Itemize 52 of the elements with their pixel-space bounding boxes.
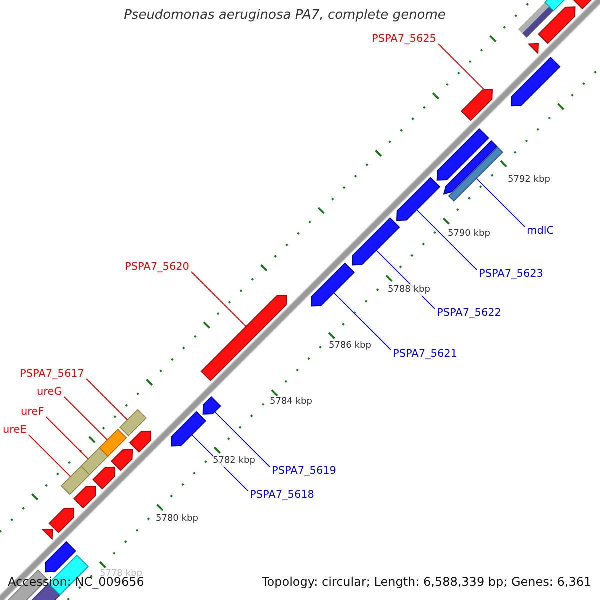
gene-feature — [170, 411, 206, 447]
leader-line — [333, 292, 392, 350]
leader-line — [191, 272, 247, 328]
leader-line — [416, 209, 478, 270]
gene-label: PSPA7_5619 — [272, 465, 336, 477]
gene-label: PSPA7_5625 — [372, 33, 436, 45]
gene-block — [518, 2, 554, 38]
gene-feature — [202, 396, 222, 415]
leader-line — [438, 44, 484, 90]
leader-line — [476, 178, 526, 228]
gene-feature — [111, 449, 134, 472]
gene-feature — [396, 177, 441, 222]
gene-label: ureE — [3, 424, 27, 436]
gene-label: PSPA7_5623 — [479, 268, 544, 280]
footer-text: Topology: circular; Length: 6,588,339 bp; Genes: 6,361 — [262, 576, 592, 588]
scale-label: 5790 kbp — [448, 228, 490, 240]
gene-feature — [74, 486, 96, 509]
scale-label: 5782 kbp — [213, 455, 256, 467]
scale-label: 5792 kbp — [508, 174, 550, 186]
leader-line — [214, 411, 270, 468]
gene-label: ureF — [21, 406, 44, 418]
leader-line — [28, 434, 72, 478]
gene-block — [99, 428, 128, 458]
gene-label: PSPA7_5618 — [250, 489, 314, 501]
gene-feature — [538, 6, 576, 44]
gene-fragment — [42, 529, 54, 540]
gene-label: PSPA7_5617 — [20, 368, 84, 380]
leader-line — [46, 416, 89, 460]
scale-label: 5788 kbp — [388, 284, 430, 296]
leader-line — [64, 396, 108, 441]
gene-feature — [511, 56, 561, 107]
gene-feature — [48, 508, 74, 534]
gene-fragment — [528, 43, 539, 55]
gene-label: PSPA7_5621 — [393, 348, 458, 360]
gene-label: ureG — [37, 386, 62, 398]
gene-feature — [129, 430, 152, 453]
gene-feature — [310, 262, 355, 307]
leader-line — [86, 378, 128, 421]
scale-label: 5786 kbp — [329, 340, 372, 352]
gene-label: PSPA7_5622 — [437, 307, 502, 319]
gene-feature — [461, 89, 494, 122]
gene-label: PSPA7_5620 — [125, 261, 190, 273]
gene-feature — [45, 541, 76, 573]
gene-label: mdlC — [527, 225, 554, 237]
gene-feature — [92, 466, 116, 490]
gene-feature — [200, 295, 288, 382]
title: Pseudomonas aeruginosa PA7, complete genome — [123, 10, 447, 22]
scale-label: 5780 kbp — [156, 513, 198, 525]
gene-feature — [443, 140, 498, 195]
scale-label: 5784 kbp — [270, 396, 312, 408]
gene-feature — [352, 217, 400, 266]
gene-feature — [436, 128, 490, 181]
